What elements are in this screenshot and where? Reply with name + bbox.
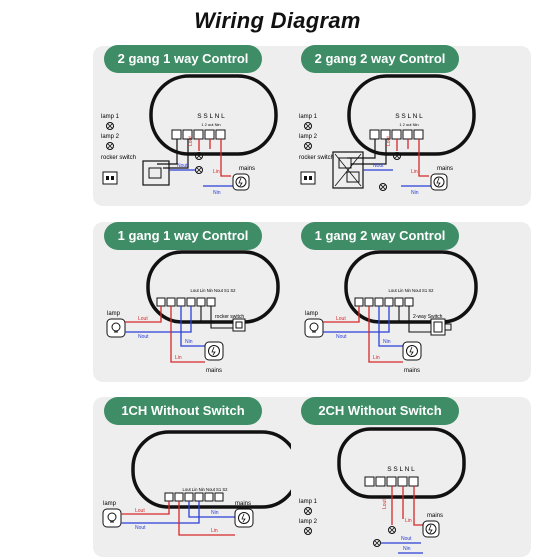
switch-label: 2-way Switch	[413, 314, 443, 320]
mains-label: mains	[427, 513, 443, 519]
lamp-label: lamp	[107, 311, 121, 317]
nout-label: Nout	[401, 536, 412, 542]
mains-plug-icon	[234, 508, 254, 528]
nin-label: Nin	[211, 510, 219, 516]
lamp2-label: lamp 2	[101, 134, 120, 140]
lamp-symbol	[379, 183, 387, 191]
terminal-labels: S S L N L	[197, 113, 225, 120]
lout-label: Lout	[336, 316, 346, 322]
terminal-block	[369, 129, 424, 140]
terminal-labels: Lout Lin Nin Nout S1 S2	[389, 288, 435, 293]
lout-label: Lout	[382, 499, 388, 509]
rocker-switch-icon	[232, 318, 246, 332]
lout-label: Lout	[386, 136, 392, 146]
mains-label: mains	[437, 166, 453, 172]
lamp2-label: lamp 2	[299, 519, 318, 525]
nout-label: Nout	[138, 334, 149, 340]
lamp-bulb-icon	[106, 318, 126, 338]
terminal-labels: Lout Lin Nin Nout S1 S2	[183, 487, 229, 492]
lamp1-label: lamp 1	[299, 499, 318, 505]
lout-label: Lout	[138, 316, 148, 322]
lamp-bulb-icon	[304, 318, 324, 338]
lamp-symbol	[373, 539, 381, 547]
nout-label: Nout	[135, 525, 146, 531]
lamp2-icon	[304, 527, 312, 535]
lout-label: Lout	[135, 508, 145, 514]
panel-title-1ch-no-switch: 1CH Without Switch	[104, 397, 262, 425]
diagram-2ch-no-switch: S S L N L lamp 1 lamp 2 Lout Nout Lin Ni…	[299, 427, 466, 554]
mains-label: mains	[235, 501, 251, 507]
rocker-switch-icon	[300, 171, 316, 185]
nout-label: Nout	[336, 334, 347, 340]
lin-label: Lin	[373, 355, 380, 361]
nin-label: Nin	[411, 190, 419, 196]
lamp1-icon	[106, 122, 114, 130]
panel-title-2gang-2way: 2 gang 2 way Control	[301, 45, 459, 73]
diagram-1gang-2way: Lout Lin Nin Nout S1 S2 lamp Lout Nout L…	[304, 250, 478, 374]
rocker-switch-icon	[102, 171, 118, 185]
nout-label: Nout	[177, 163, 188, 169]
terminal-sublabels: 1 2 out Nin	[399, 122, 418, 127]
lamp-symbol	[195, 166, 203, 174]
panel-title-1gang-1way: 1 gang 1 way Control	[104, 222, 262, 250]
terminal-block	[164, 492, 224, 502]
nin-label: Nin	[185, 339, 193, 345]
terminal-block	[364, 476, 419, 487]
lamp1-label: lamp 1	[299, 114, 318, 120]
terminal-block	[171, 129, 226, 140]
switch-label: rocker switch	[215, 314, 244, 320]
lamp-symbol	[393, 152, 401, 160]
lamp-label: lamp	[103, 501, 117, 507]
lamp1-label: lamp 1	[101, 114, 120, 120]
lamp-symbol	[388, 526, 396, 534]
mains-plug-icon	[402, 341, 422, 361]
lamp2-label: lamp 2	[299, 134, 318, 140]
lin-label: Lin	[213, 169, 220, 175]
diagram-1ch-no-switch: Lout Lin Nin Nout S1 S2 lamp Lout Nout L…	[102, 430, 300, 536]
lamp1-icon	[304, 122, 312, 130]
lamp-label: lamp	[305, 311, 319, 317]
panel-title-2ch-no-switch: 2CH Without Switch	[301, 397, 459, 425]
lin-label: Lin	[411, 169, 418, 175]
page-title: Wiring Diagram	[194, 8, 361, 33]
nin-label: Nin	[213, 190, 221, 196]
nin-label: Nin	[383, 339, 391, 345]
mains-plug-icon	[430, 173, 448, 191]
switch-label: rocker switch	[299, 155, 334, 161]
nin-label: Nin	[403, 546, 411, 552]
diagram-2gang-1way: S S L N L 1 2 out Nin lamp 1 lamp 2 rock…	[101, 74, 278, 196]
diagram-2gang-2way: S S L N L 1 2 out Nin lamp 1 lamp 2 rock…	[299, 74, 476, 196]
terminal-sublabels: 1 2 out Nin	[201, 122, 220, 127]
nout-label: Nout	[373, 163, 384, 169]
mains-label: mains	[206, 368, 222, 374]
mains-plug-icon	[204, 341, 224, 361]
lout-label: Lout	[188, 136, 194, 146]
switch-label: rocker switch	[101, 155, 136, 161]
two-way-switch-icon	[430, 318, 452, 336]
lamp1-icon	[304, 507, 312, 515]
lamp2-icon	[304, 142, 312, 150]
lamp-symbol	[195, 152, 203, 160]
diagram-1gang-1way: Lout Lin Nin Nout S1 S2 lamp Lout Nout L…	[106, 250, 280, 374]
mains-label: mains	[404, 368, 420, 374]
panel-title-1gang-2way: 1 gang 2 way Control	[301, 222, 459, 250]
panel-title-2gang-1way: 2 gang 1 way Control	[104, 45, 262, 73]
lin-label: Lin	[211, 528, 218, 534]
terminal-labels: S S L N L	[387, 466, 415, 473]
mains-plug-icon	[422, 520, 440, 538]
lin-label: Lin	[405, 518, 412, 524]
mains-plug-icon	[232, 173, 250, 191]
mains-label: mains	[239, 166, 255, 172]
terminal-labels: S S L N L	[395, 113, 423, 120]
lin-label: Lin	[175, 355, 182, 361]
lamp2-icon	[106, 142, 114, 150]
terminal-labels: Lout Lin Nin Nout S1 S2	[191, 288, 237, 293]
lamp-bulb-icon	[102, 508, 122, 528]
